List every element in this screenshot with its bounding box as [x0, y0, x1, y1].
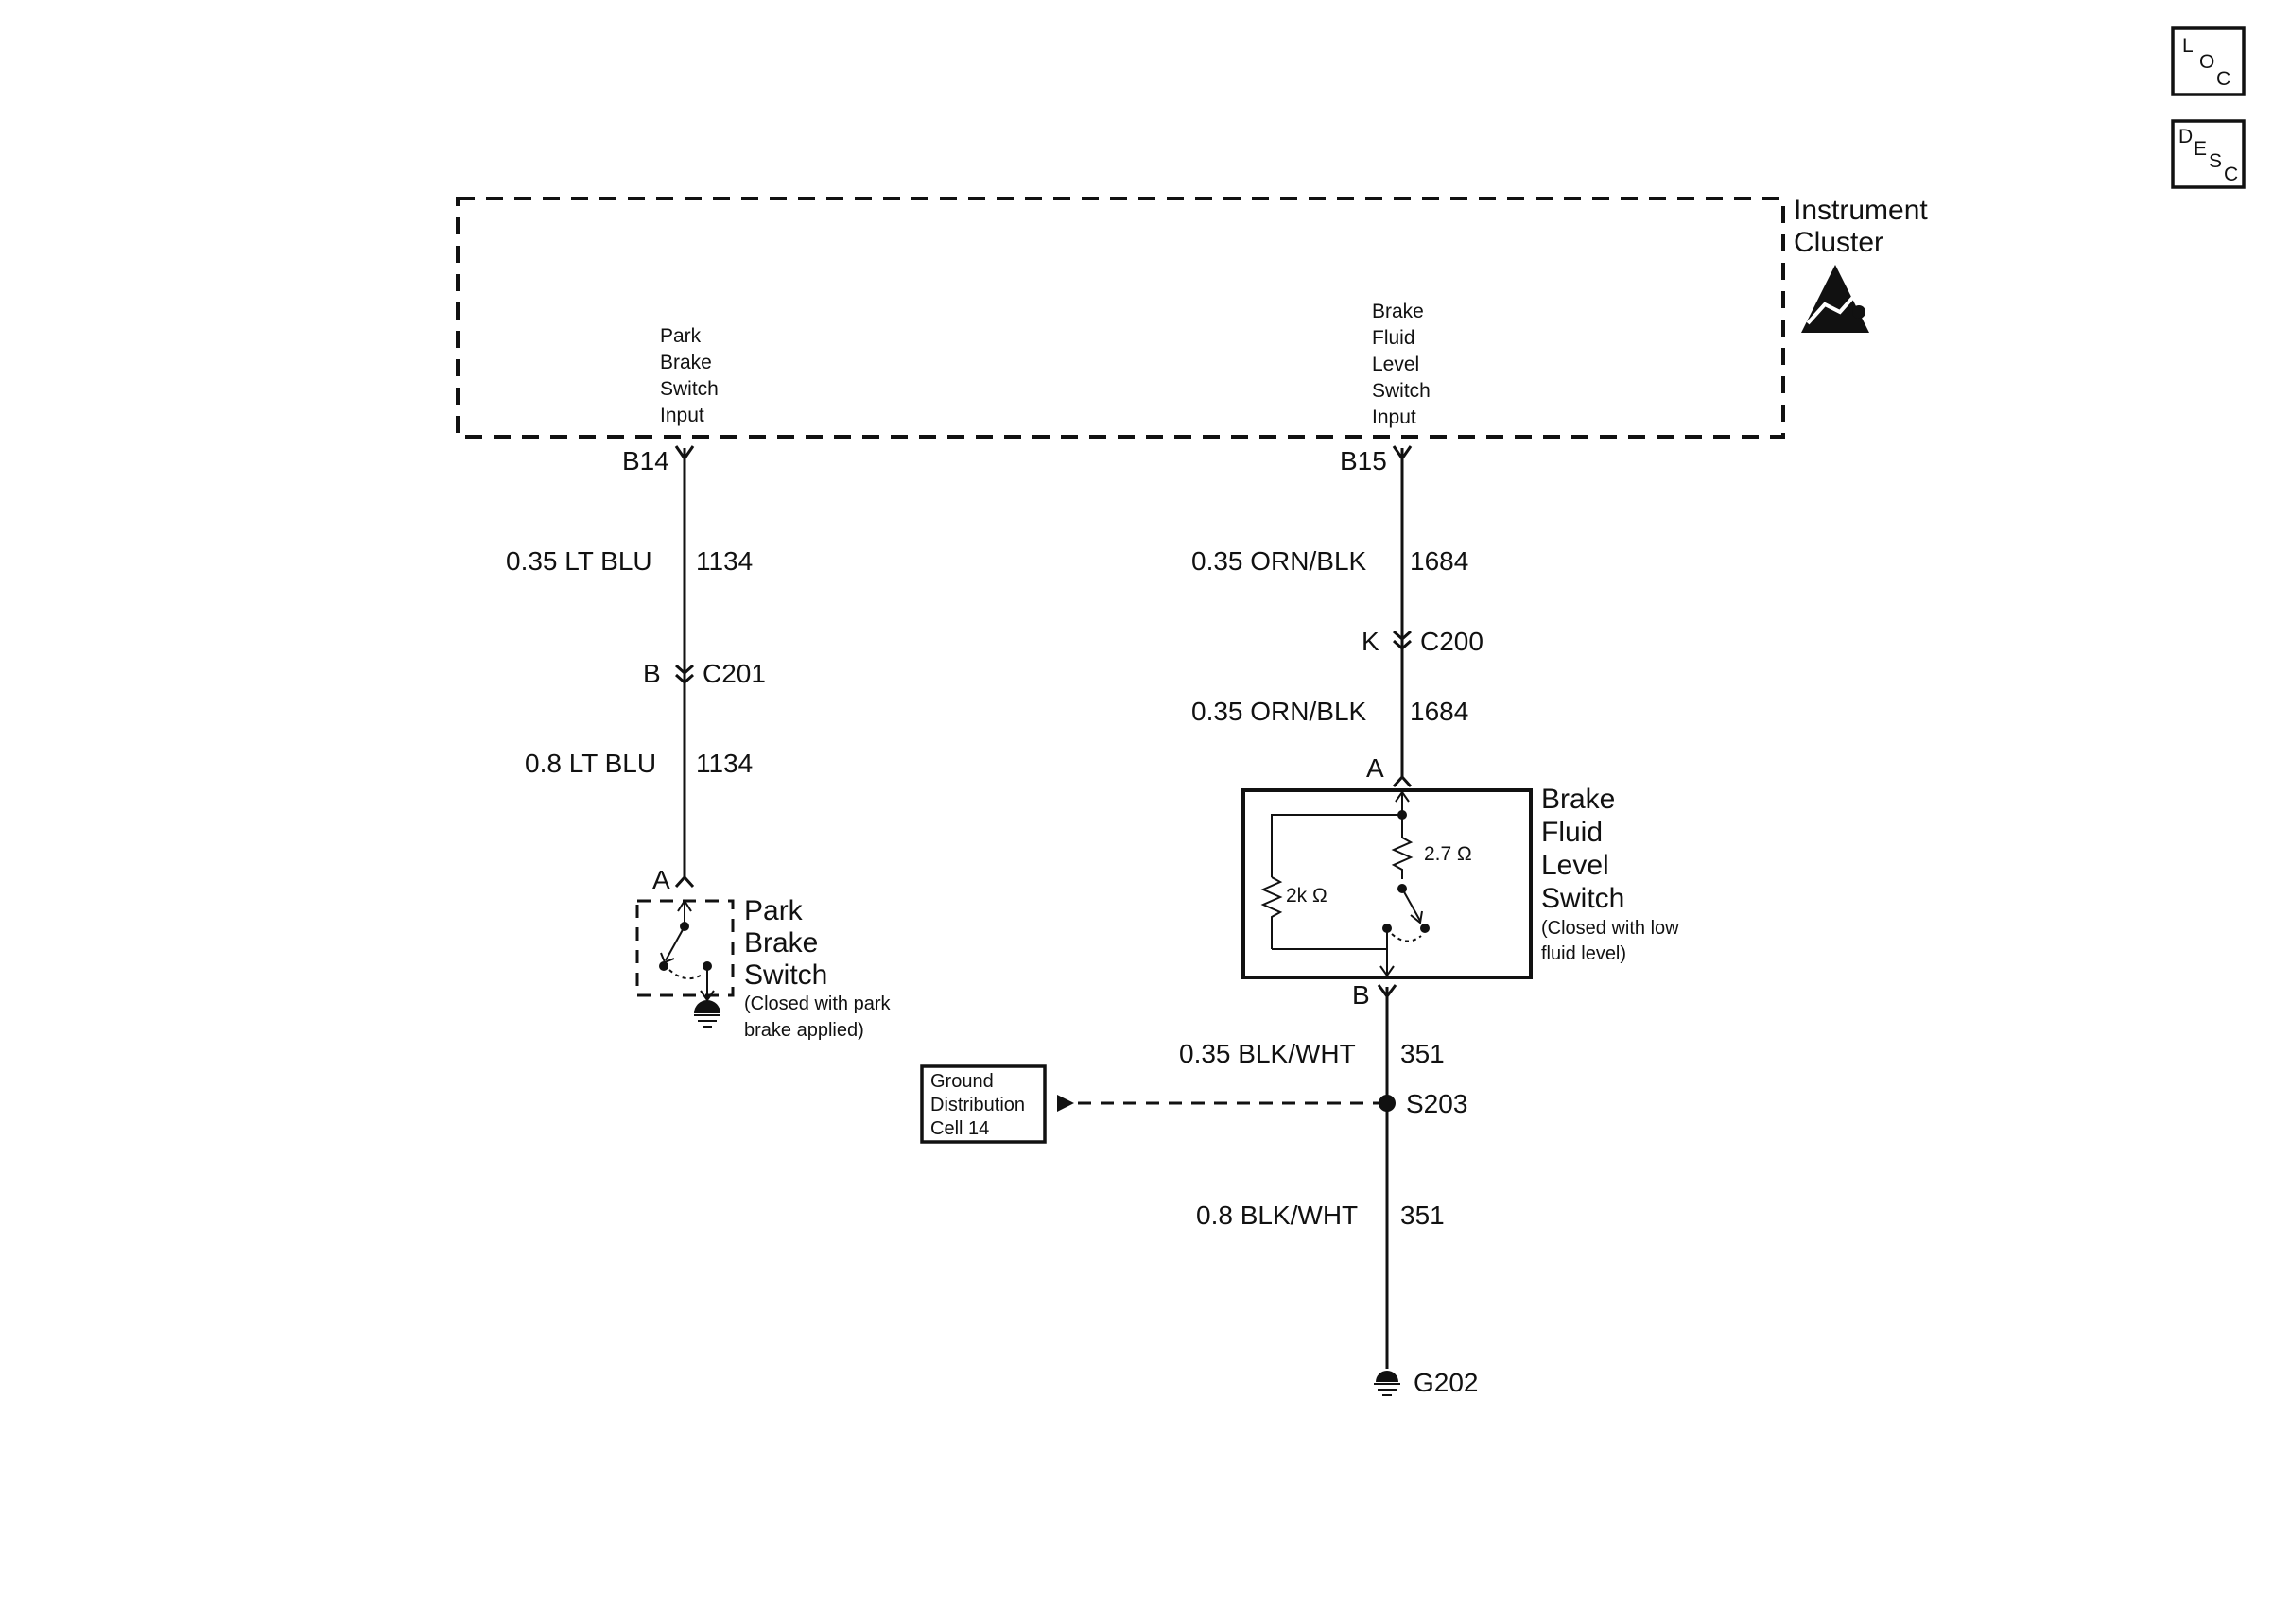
- park-input-line-2: Brake: [660, 352, 712, 373]
- ground-distribution-link[interactable]: Ground Distribution Cell 14: [920, 1064, 1047, 1144]
- fluid-switch-name-3: Level: [1541, 850, 1609, 881]
- park-switch-name-2: Brake: [744, 927, 818, 959]
- resistor-2-7-ohm: [1391, 837, 1414, 879]
- desc-letter-d: D: [2178, 126, 2193, 147]
- right-wire4-circuit: 351: [1400, 1201, 1445, 1230]
- fluid-switch-name-4: Switch: [1541, 883, 1624, 914]
- park-input-line-1: Park: [660, 325, 702, 347]
- desc-letter-s: S: [2209, 150, 2222, 172]
- park-switch-ground-icon: [694, 1000, 720, 1028]
- ground-dist-line-1: Ground: [930, 1071, 994, 1092]
- connector-c200-pin: K: [1362, 627, 1379, 656]
- fluid-switch-contacts: [1379, 884, 1430, 977]
- left-wire: [674, 445, 695, 889]
- splice-s203-label: S203: [1406, 1089, 1467, 1118]
- loc-letter-c: C: [2216, 68, 2230, 90]
- right-wire1-spec: 0.35 ORN/BLK: [1191, 546, 1367, 576]
- ground-dist-arrow-icon: [1057, 1095, 1074, 1112]
- right-wire2-spec: 0.35 ORN/BLK: [1191, 697, 1367, 726]
- fluid-switch-pin-b: B: [1352, 980, 1370, 1010]
- right-wire2-circuit: 1684: [1410, 697, 1468, 726]
- right-wire4-spec: 0.8 BLK/WHT: [1196, 1201, 1358, 1230]
- park-brake-switch: [635, 899, 735, 1002]
- esd-warning-icon: [1801, 265, 1869, 333]
- loc-letter-o: O: [2199, 51, 2214, 73]
- pin-b15-label: B15: [1340, 446, 1387, 475]
- splice-s203-dot: [1379, 1095, 1396, 1112]
- right-wire1-circuit: 1684: [1410, 546, 1468, 576]
- loc-letter-l: L: [2182, 35, 2194, 57]
- right-wire-lower: [1377, 984, 1397, 1369]
- park-input-line-4: Input: [660, 405, 704, 426]
- park-switch-pin-a: A: [652, 865, 670, 894]
- instrument-cluster-label-2: Cluster: [1794, 227, 1883, 258]
- park-switch-name-3: Switch: [744, 959, 827, 991]
- park-switch-note-1: (Closed with park: [744, 993, 892, 1014]
- ground-dist-line-2: Distribution: [930, 1095, 1025, 1115]
- instrument-cluster-box: [456, 197, 1785, 439]
- park-switch-name-1: Park: [744, 895, 804, 926]
- right-wire-upper: [1392, 445, 1413, 788]
- left-wire1-circuit: 1134: [696, 546, 753, 576]
- fluid-input-line-2: Fluid: [1372, 327, 1415, 349]
- desc-letter-c: C: [2224, 164, 2238, 185]
- desc-button[interactable]: D E S C: [2171, 119, 2246, 189]
- left-wire2-spec: 0.8 LT BLU: [525, 749, 656, 778]
- park-switch-note-2: brake applied): [744, 1020, 864, 1041]
- fluid-switch-note-1: (Closed with low: [1541, 918, 1679, 939]
- loc-button[interactable]: L O C: [2171, 26, 2246, 96]
- fluid-switch-name-1: Brake: [1541, 784, 1615, 815]
- ground-g202-label: G202: [1414, 1368, 1479, 1397]
- resistor-2k-ohm: [1260, 876, 1387, 950]
- fluid-switch-note-2: fluid level): [1541, 943, 1626, 964]
- fluid-switch-name-2: Fluid: [1541, 817, 1603, 848]
- fluid-input-line-3: Level: [1372, 354, 1419, 375]
- desc-letter-e: E: [2194, 138, 2207, 160]
- resistor-2-7-label: 2.7 Ω: [1424, 843, 1472, 865]
- fluid-switch-pin-a: A: [1366, 753, 1384, 783]
- ground-dist-line-3: Cell 14: [930, 1118, 989, 1139]
- connector-c201-label: C201: [703, 659, 766, 688]
- park-input-line-3: Switch: [660, 378, 719, 400]
- connector-c201-pin: B: [643, 659, 661, 688]
- right-wire3-spec: 0.35 BLK/WHT: [1179, 1039, 1356, 1068]
- fluid-input-line-5: Input: [1372, 406, 1416, 428]
- pin-b14-label: B14: [622, 446, 669, 475]
- instrument-cluster-label-1: Instrument: [1794, 195, 1928, 226]
- fluid-input-line-4: Switch: [1372, 380, 1431, 402]
- connector-c200-label: C200: [1420, 627, 1484, 656]
- left-wire1-spec: 0.35 LT BLU: [506, 546, 652, 576]
- left-wire2-circuit: 1134: [696, 749, 753, 778]
- right-wire3-circuit: 351: [1400, 1039, 1445, 1068]
- ground-g202-icon: [1374, 1371, 1400, 1396]
- resistor-2k-label: 2k Ω: [1286, 885, 1327, 907]
- fluid-input-line-1: Brake: [1372, 301, 1424, 322]
